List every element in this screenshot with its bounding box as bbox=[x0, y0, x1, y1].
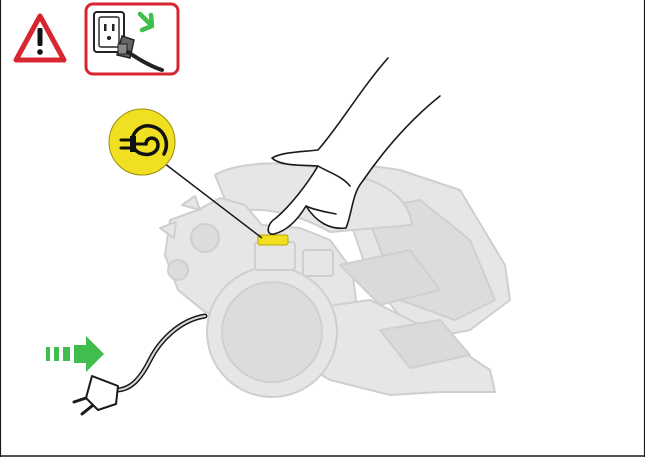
power-cord bbox=[116, 316, 205, 390]
plug-icon bbox=[74, 376, 118, 414]
cord-rewind-icon bbox=[109, 109, 175, 175]
cord-rewind-button bbox=[258, 235, 288, 245]
warning-triangle-icon bbox=[16, 16, 64, 60]
direction-arrow-icon bbox=[46, 336, 104, 372]
unplug-from-socket-icon bbox=[86, 4, 178, 74]
